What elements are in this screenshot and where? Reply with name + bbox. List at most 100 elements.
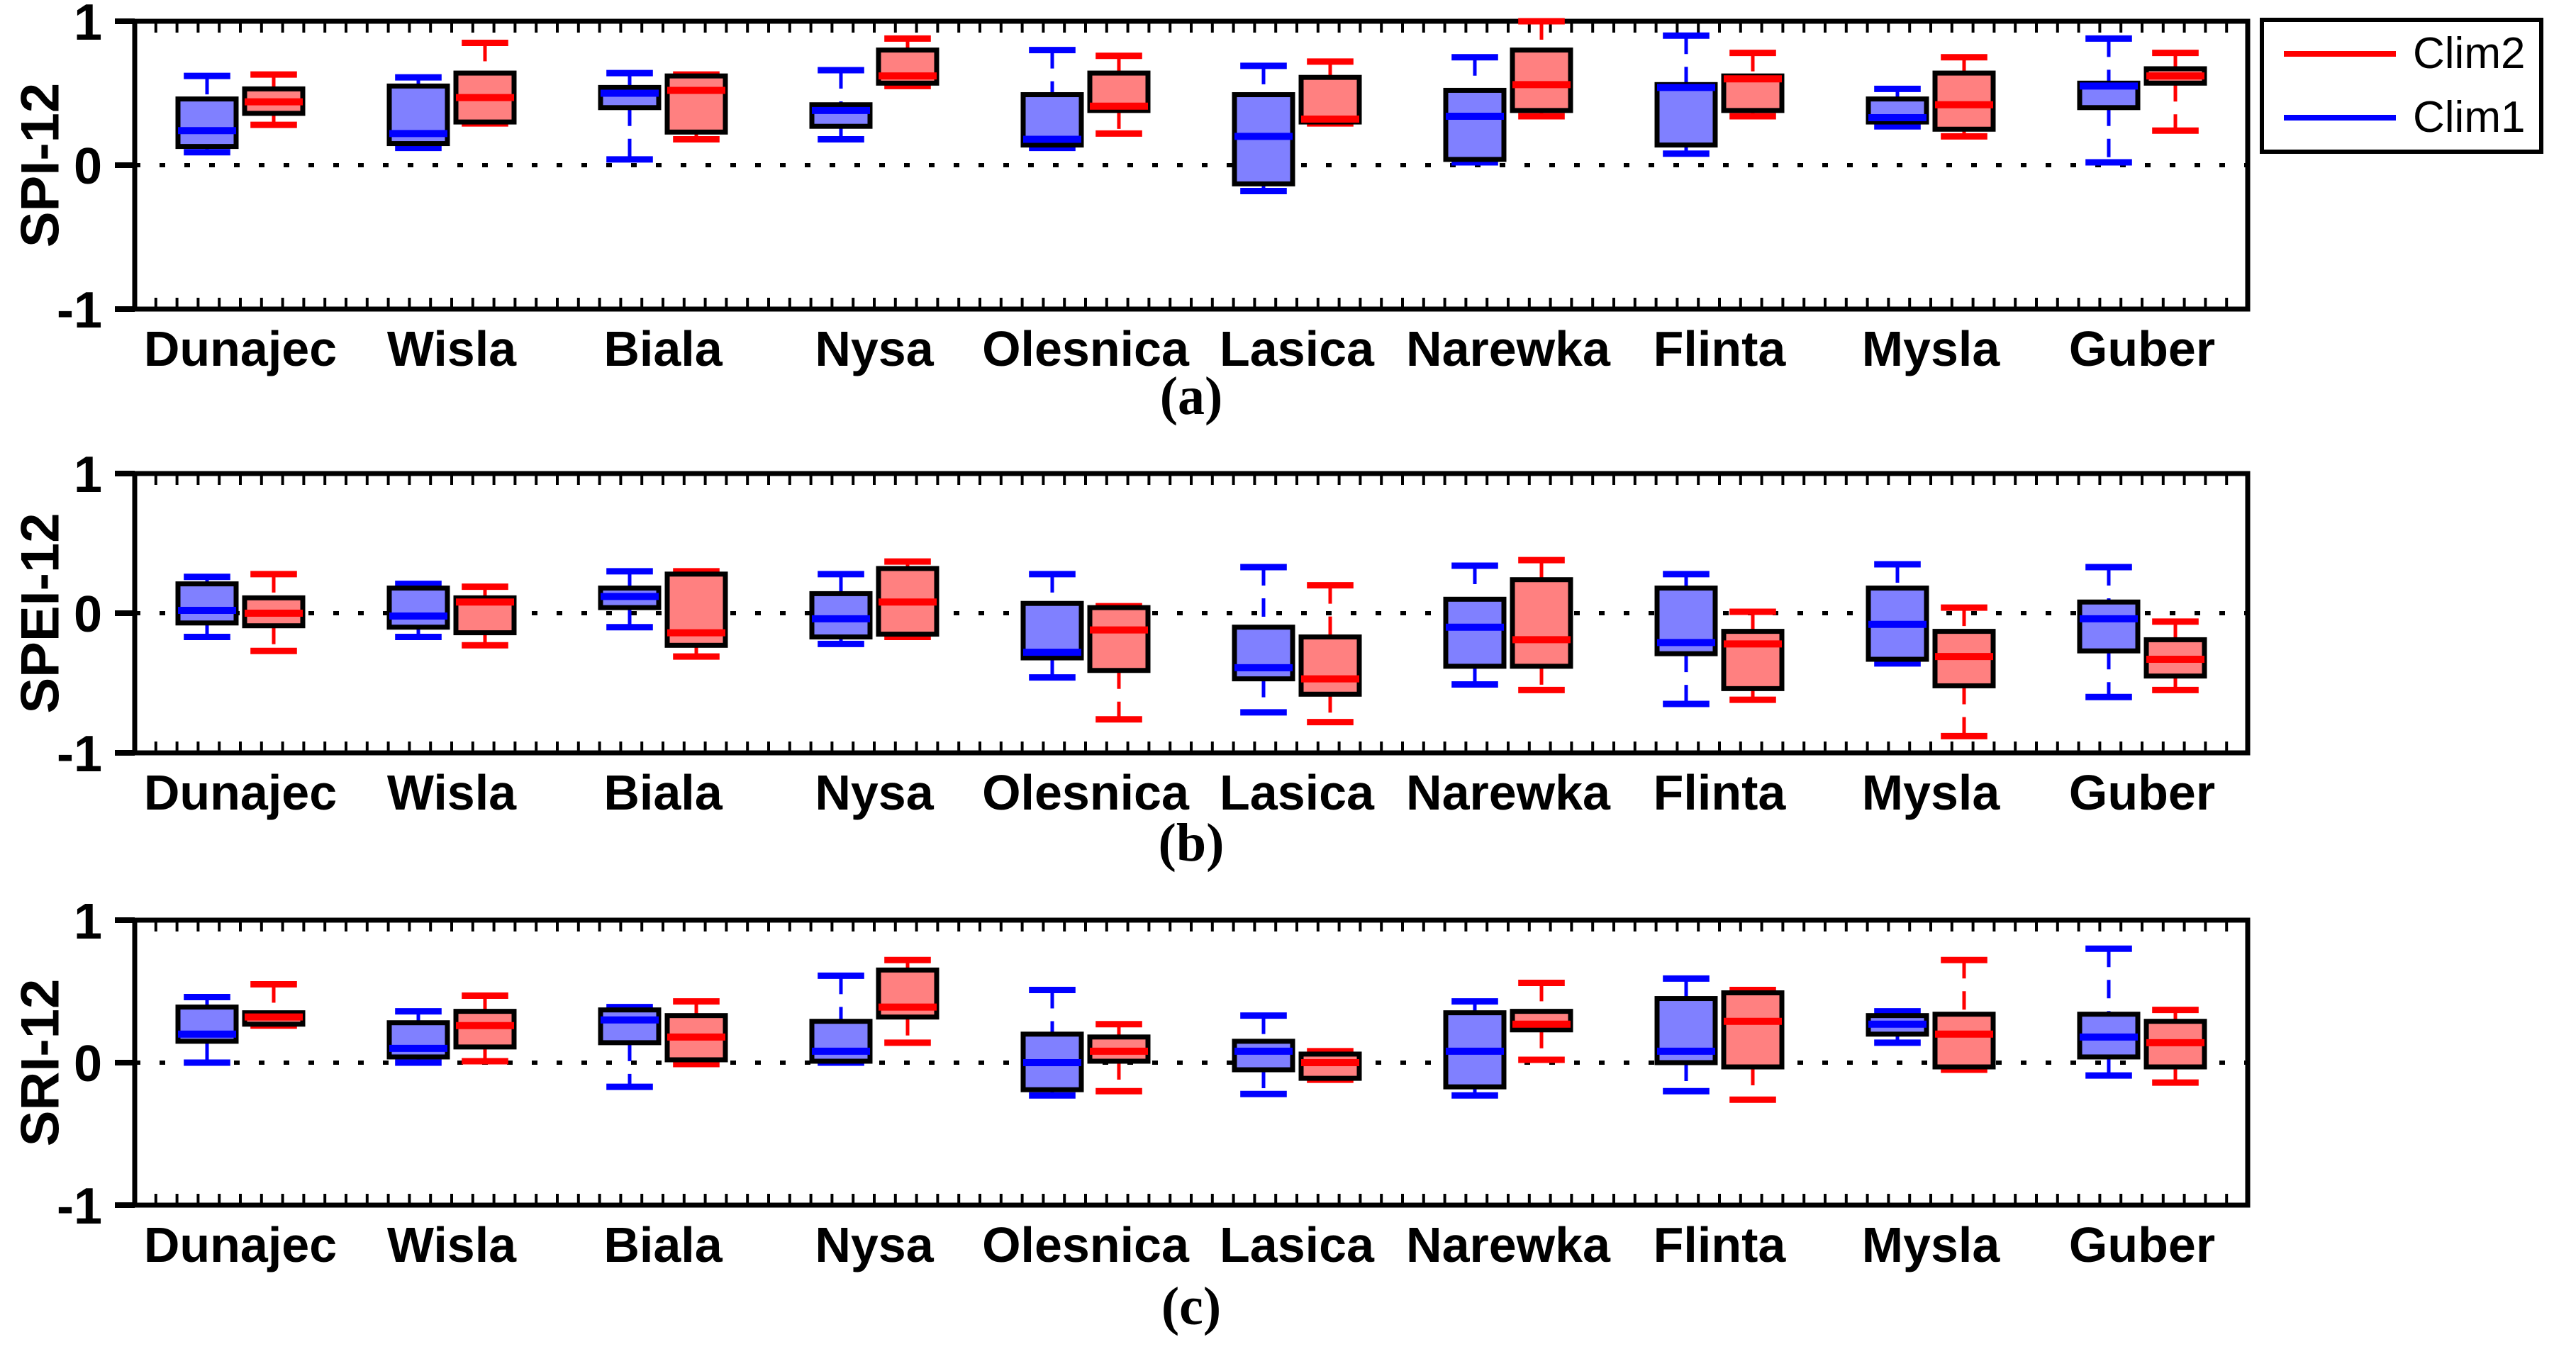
iqr-box bbox=[1298, 74, 1362, 125]
iqr-box bbox=[1932, 70, 1996, 132]
y-tick-label: -1 bbox=[57, 1178, 102, 1235]
box-SPI-12-Nysa-Clim1 bbox=[809, 67, 873, 142]
box-SPEI-12-Olesnica-Clim1 bbox=[1020, 571, 1084, 681]
category-label: Biala bbox=[603, 1217, 723, 1272]
box-SRI-12-Dunajec-Clim2 bbox=[242, 980, 306, 1029]
iqr-box bbox=[1298, 1051, 1362, 1081]
box-SRI-12-Guber-Clim1 bbox=[2077, 945, 2141, 1079]
box-SPI-12-Guber-Clim2 bbox=[2143, 50, 2207, 134]
panel-sublabel-c: (c) bbox=[1161, 1277, 1222, 1336]
box-SPI-12-Lasica-Clim1 bbox=[1232, 62, 1295, 195]
box-SPEI-12-Narewka-Clim2 bbox=[1510, 556, 1573, 693]
category-label: Olesnica bbox=[982, 1217, 1190, 1272]
box-SPI-12-Nysa-Clim2 bbox=[876, 35, 939, 89]
category-label: Nysa bbox=[815, 1217, 934, 1272]
box-SRI-12-Nysa-Clim1 bbox=[809, 972, 873, 1066]
box-SPEI-12-Guber-Clim2 bbox=[2143, 618, 2207, 693]
iqr-box bbox=[175, 581, 239, 626]
box-SPEI-12-Wisla-Clim1 bbox=[386, 581, 450, 640]
box-SPEI-12-Dunajec-Clim1 bbox=[175, 574, 239, 640]
category-label: Guber bbox=[2069, 1217, 2215, 1272]
box-SPEI-12-Olesnica-Clim2 bbox=[1087, 603, 1151, 723]
box-SRI-12-Wisla-Clim2 bbox=[453, 992, 517, 1065]
category-label: Mysla bbox=[1862, 1217, 2001, 1272]
box-SRI-12-Flinta-Clim2 bbox=[1721, 986, 1785, 1103]
iqr-box bbox=[664, 73, 728, 135]
box-SRI-12-Lasica-Clim1 bbox=[1232, 1012, 1295, 1097]
plot-frame bbox=[132, 917, 2251, 1208]
category-label: Lasica bbox=[1220, 765, 1375, 820]
x-minor-ticks bbox=[133, 474, 2249, 753]
box-SPI-12-Wisla-Clim2 bbox=[453, 39, 517, 127]
legend: Clim2 Clim1 bbox=[2260, 18, 2543, 154]
iqr-box bbox=[175, 96, 239, 150]
clim2-line-swatch bbox=[2284, 51, 2396, 57]
category-label: Wisla bbox=[387, 1217, 517, 1272]
box-SRI-12-Olesnica-Clim2 bbox=[1087, 1021, 1151, 1095]
panel-sublabel-b: (b) bbox=[1158, 813, 1225, 873]
box-SPI-12-Olesnica-Clim2 bbox=[1087, 52, 1151, 137]
box-SPI-12-Olesnica-Clim1 bbox=[1020, 47, 1084, 152]
box-SPI-12-Biala-Clim1 bbox=[598, 69, 662, 163]
box-SRI-12-Flinta-Clim1 bbox=[1654, 975, 1718, 1095]
category-label: Wisla bbox=[387, 765, 517, 820]
iqr-box bbox=[1721, 629, 1785, 691]
panel-sublabel-a: (a) bbox=[1159, 367, 1223, 426]
box-SPEI-12-Nysa-Clim1 bbox=[809, 571, 873, 647]
box-SRI-12-Guber-Clim2 bbox=[2143, 1007, 2207, 1086]
iqr-box bbox=[1510, 47, 1573, 113]
box-SPEI-12-Narewka-Clim1 bbox=[1443, 562, 1507, 688]
box-SRI-12-Mysla-Clim2 bbox=[1932, 956, 1996, 1073]
box-SPI-12-Mysla-Clim2 bbox=[1932, 54, 1996, 140]
x-minor-ticks bbox=[133, 920, 2249, 1205]
y-tick-label: 1 bbox=[74, 0, 102, 51]
category-label: Wisla bbox=[387, 321, 517, 376]
box-SPI-12-Flinta-Clim2 bbox=[1721, 50, 1785, 120]
box-SPEI-12-Guber-Clim1 bbox=[2077, 564, 2141, 700]
box-SPI-12-Dunajec-Clim1 bbox=[175, 72, 239, 156]
box-SPI-12-Wisla-Clim1 bbox=[386, 74, 450, 152]
legend-item-clim1: Clim1 bbox=[2264, 96, 2539, 140]
iqr-box bbox=[1087, 605, 1151, 673]
category-label: Guber bbox=[2069, 765, 2215, 820]
box-SRI-12-Nysa-Clim2 bbox=[876, 956, 939, 1046]
box-SPI-12-Biala-Clim2 bbox=[664, 71, 728, 142]
box-SPEI-12-Lasica-Clim2 bbox=[1298, 582, 1362, 726]
category-label: Flinta bbox=[1654, 1217, 1787, 1272]
iqr-box bbox=[1654, 82, 1718, 148]
box-SPI-12-Mysla-Clim1 bbox=[1866, 85, 1929, 130]
category-label: Olesnica bbox=[982, 765, 1190, 820]
box-SPI-12-Lasica-Clim2 bbox=[1298, 58, 1362, 127]
box-SPI-12-Narewka-Clim1 bbox=[1443, 54, 1507, 166]
y-tick-label: 1 bbox=[74, 904, 102, 950]
box-SRI-12-Wisla-Clim1 bbox=[386, 1008, 450, 1066]
box-SPEI-12-Nysa-Clim2 bbox=[876, 558, 939, 640]
category-label: Dunajec bbox=[144, 765, 337, 820]
box-SPEI-12-Flinta-Clim2 bbox=[1721, 608, 1785, 703]
y-tick-label: 0 bbox=[74, 586, 102, 643]
box-SPI-12-Flinta-Clim1 bbox=[1654, 32, 1718, 157]
box-SPEI-12-Biala-Clim1 bbox=[598, 568, 662, 631]
y-tick-label: -1 bbox=[57, 726, 102, 783]
iqr-box bbox=[2077, 599, 2141, 654]
category-label: Narewka bbox=[1406, 1217, 1611, 1272]
category-label: Flinta bbox=[1654, 765, 1787, 820]
category-label: Biala bbox=[603, 765, 723, 820]
plot-frame bbox=[132, 471, 2251, 756]
iqr-box bbox=[1443, 596, 1507, 669]
category-label: Dunajec bbox=[144, 321, 337, 376]
box-SRI-12-Dunajec-Clim1 bbox=[175, 994, 239, 1066]
box-SRI-12-Olesnica-Clim1 bbox=[1020, 986, 1084, 1099]
category-label: Narewka bbox=[1406, 765, 1611, 820]
iqr-box bbox=[1932, 1012, 1996, 1070]
category-label: Dunajec bbox=[144, 1217, 337, 1272]
category-label: Narewka bbox=[1406, 321, 1611, 376]
iqr-box bbox=[1721, 990, 1785, 1070]
box-SRI-12-Biala-Clim1 bbox=[598, 1004, 662, 1090]
iqr-box bbox=[453, 1009, 517, 1050]
iqr-box bbox=[1298, 634, 1362, 697]
box-SPI-12-Narewka-Clim2 bbox=[1510, 18, 1573, 120]
